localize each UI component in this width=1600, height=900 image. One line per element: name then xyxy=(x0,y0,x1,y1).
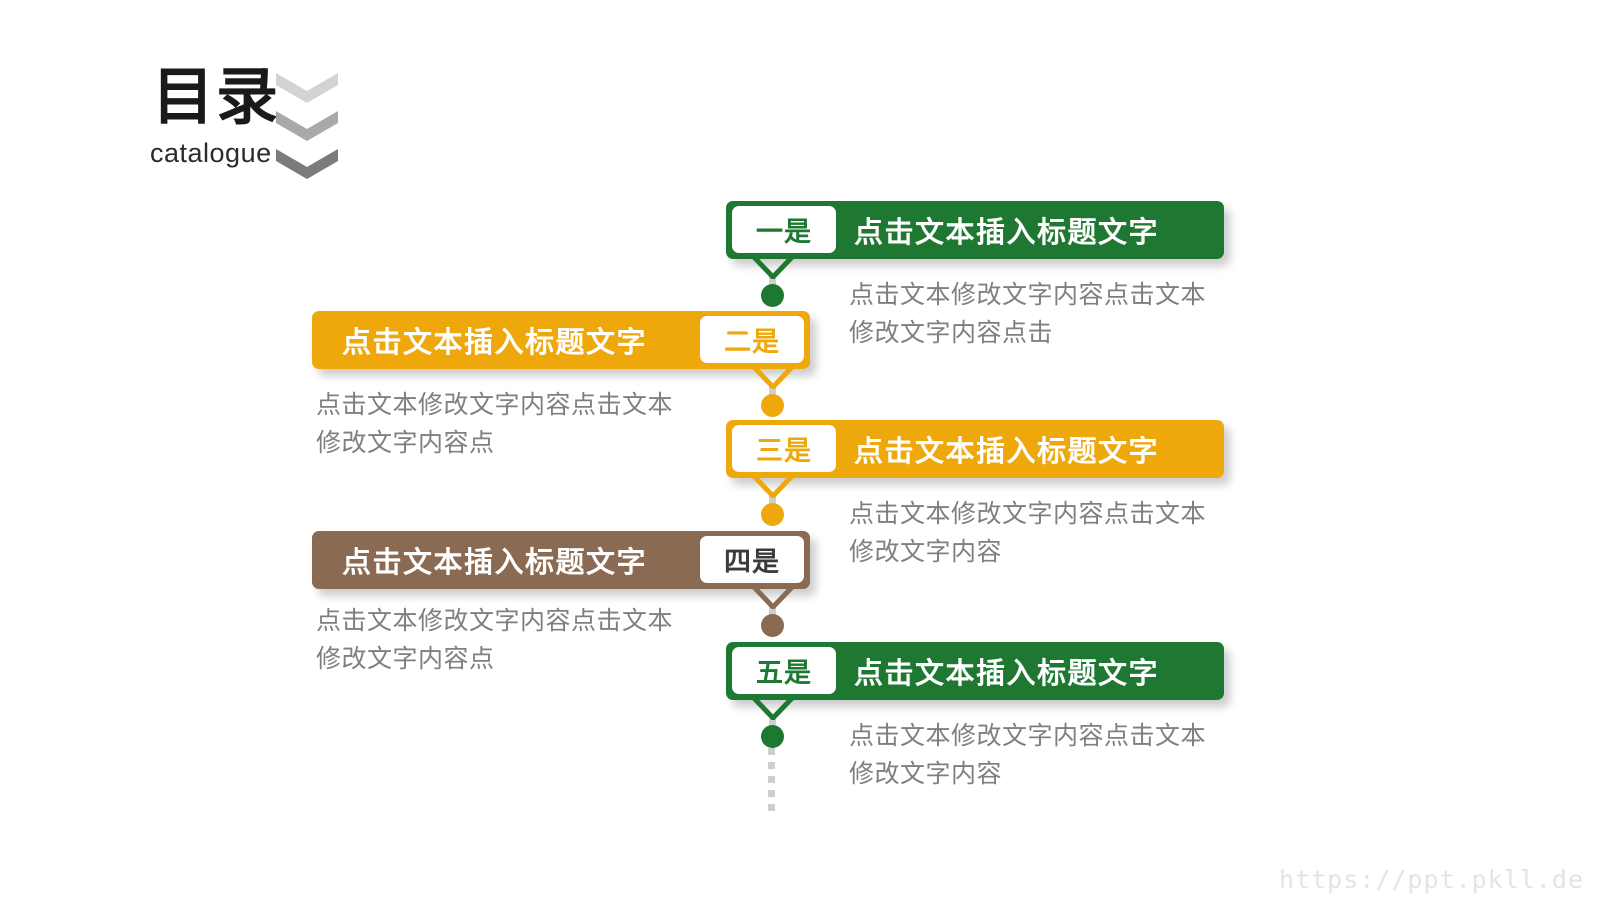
connector-dash xyxy=(769,276,776,290)
item-title: 点击文本插入标题文字 xyxy=(854,215,1160,249)
item-description-line-2: 修改文字内容 xyxy=(849,759,1003,788)
connector-dot xyxy=(761,614,784,637)
item-description: 点击文本修改文字内容点击文本 修改文字内容点 xyxy=(316,602,673,678)
connector-dot xyxy=(761,284,784,307)
item-description-line-2: 修改文字内容点 xyxy=(316,644,495,673)
item-title: 点击文本插入标题文字 xyxy=(854,656,1160,690)
item-description: 点击文本修改文字内容点击文本 修改文字内容 xyxy=(849,495,1206,571)
item-badge-label: 一是 xyxy=(756,217,812,248)
connector-dot xyxy=(761,394,784,417)
item-badge-label: 四是 xyxy=(724,547,780,578)
timeline-spine-tail xyxy=(768,748,775,816)
connector-dash xyxy=(769,606,776,620)
badge-pointer-tail xyxy=(750,583,796,609)
item-description-line-1: 点击文本修改文字内容点击文本 xyxy=(849,280,1207,309)
item-badge[interactable]: 二是 xyxy=(696,312,808,367)
item-badge[interactable]: 四是 xyxy=(696,532,808,587)
item-description: 点击文本修改文字内容点击文本 修改文字内容点 xyxy=(316,386,673,462)
item-badge[interactable]: 一是 xyxy=(728,202,840,257)
item-title: 点击文本插入标题文字 xyxy=(854,434,1160,468)
item-description: 点击文本修改文字内容点击文本 修改文字内容点击 xyxy=(849,276,1206,352)
item-description-line-1: 点击文本修改文字内容点击文本 xyxy=(316,390,674,419)
page-subtitle: catalogue xyxy=(150,138,272,168)
chevron-down-icon xyxy=(276,73,338,103)
item-description-line-1: 点击文本修改文字内容点击文本 xyxy=(316,606,674,635)
item-description: 点击文本修改文字内容点击文本 修改文字内容 xyxy=(849,717,1206,793)
connector-dash xyxy=(769,386,776,400)
item-badge-label: 二是 xyxy=(724,327,780,358)
watermark: https://ppt.pkll.de xyxy=(1279,865,1584,894)
item-badge[interactable]: 三是 xyxy=(728,421,840,476)
item-description-line-2: 修改文字内容 xyxy=(849,537,1003,566)
item-description-line-2: 修改文字内容点 xyxy=(316,428,495,457)
connector-dot xyxy=(761,503,784,526)
chevron-down-icon xyxy=(276,149,338,179)
item-badge[interactable]: 五是 xyxy=(728,643,840,698)
item-badge-label: 五是 xyxy=(756,658,812,689)
badge-pointer-tail xyxy=(750,472,796,498)
item-title: 点击文本插入标题文字 xyxy=(342,545,648,579)
item-description-line-1: 点击文本修改文字内容点击文本 xyxy=(849,721,1207,750)
item-description-line-2: 修改文字内容点击 xyxy=(849,318,1054,347)
connector-dot xyxy=(761,725,784,748)
item-description-line-1: 点击文本修改文字内容点击文本 xyxy=(849,499,1207,528)
badge-pointer-tail xyxy=(750,694,796,720)
chevron-stack xyxy=(276,73,340,183)
badge-pointer-tail xyxy=(750,363,796,389)
connector-dash xyxy=(769,495,776,509)
connector-dash xyxy=(769,717,776,731)
item-badge-label: 三是 xyxy=(756,436,812,467)
page-title: 目录 xyxy=(152,60,281,133)
chevron-down-icon xyxy=(276,111,338,141)
badge-pointer-tail xyxy=(750,253,796,279)
slide-header: 目录 catalogue xyxy=(150,58,410,183)
item-title: 点击文本插入标题文字 xyxy=(342,325,648,359)
